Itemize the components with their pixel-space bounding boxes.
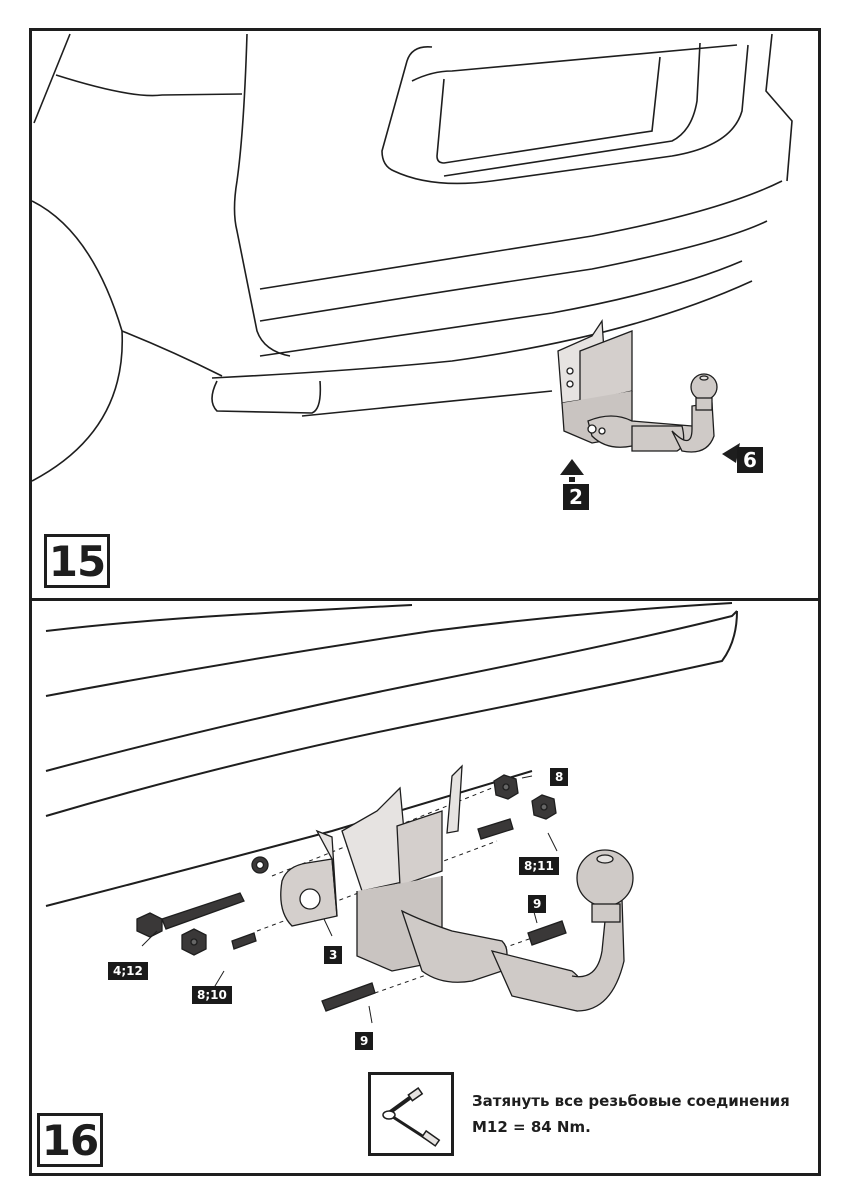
callout-label: 8;10 [192,986,232,1004]
car-outline [259,220,768,322]
step-number-badge: 16 [37,1113,103,1167]
car-outline [259,180,783,290]
car-outline [411,44,738,82]
page-frame [29,28,821,1176]
torque-wrench-icon [368,1072,454,1156]
callout-label: 9 [528,895,547,913]
spacer-sleeve [477,818,514,840]
callout-label: 6 [737,447,763,473]
car-outline [259,260,743,357]
callout-label: 3 [324,946,343,964]
step-16-panel: 8 8;11 9 3 4;12 8;10 9 16 [32,601,818,1170]
car-outline [45,602,733,697]
callout-label: 2 [563,484,589,510]
step-15-panel: 2 6 15 [32,31,818,598]
step-number-badge: 15 [44,534,110,588]
torque-note: Затянуть все резьбовые соединения M12 = … [368,1072,790,1156]
bolt [161,892,245,930]
car-outline [45,610,738,817]
car-outline [443,42,701,177]
panel-divider [29,598,821,601]
hitch-exploded-view [45,602,738,1024]
hitch-arm [400,909,508,983]
bolt [527,920,567,946]
car-outline [301,390,553,417]
car-outline [121,330,223,377]
car-outline [436,56,661,164]
callout-label: 8;11 [519,857,559,875]
car-rear-illustration [32,33,793,496]
spacer-sleeve [231,932,257,950]
bolt [321,982,376,1012]
car-outline [55,74,243,97]
car-outline [381,44,749,185]
car-outline [233,33,291,357]
car-outline [211,380,322,414]
torque-instruction: Затянуть все резьбовые соединения [472,1092,790,1110]
torque-value: M12 = 84 Nm. [472,1118,591,1136]
car-outline [33,33,71,124]
car-outline [45,610,738,772]
car-outline [765,33,793,182]
car-outline [32,200,124,482]
callout-label: 9 [355,1032,374,1050]
callout-label: 4;12 [108,962,148,980]
callout-label: 8 [550,768,569,786]
car-outline [45,604,413,632]
tow-hitch-assembly [557,319,718,453]
car-outline [211,280,753,379]
